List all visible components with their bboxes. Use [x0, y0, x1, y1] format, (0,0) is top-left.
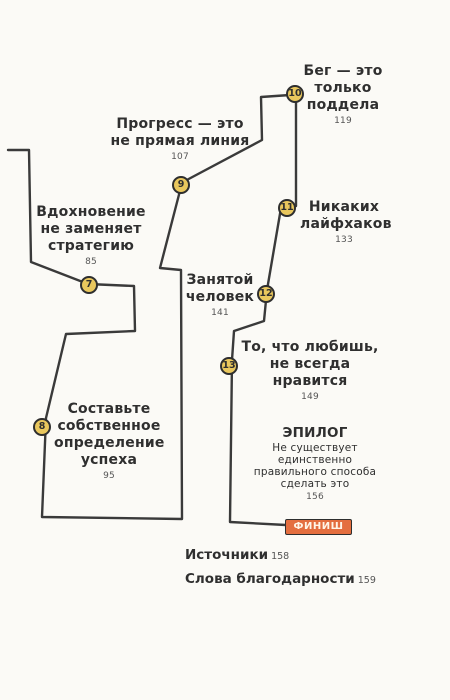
page-number: 107: [171, 152, 189, 162]
chapter-title: То, что любишь, не всегда нравится: [241, 339, 379, 389]
chapter-11-title[interactable]: Никаких лайфхаков 133: [300, 199, 392, 246]
page-number: 95: [103, 471, 115, 481]
page-number: 149: [301, 392, 319, 402]
chapter-13-marker[interactable]: 13: [220, 357, 238, 375]
page-number: 141: [211, 308, 229, 318]
page-number: 156: [306, 492, 324, 502]
chapter-title: Прогресс — это не прямая линия: [110, 116, 250, 149]
chapter-10-title[interactable]: Бег — это только поддела 119: [298, 63, 388, 127]
epilogue-title: ЭПИЛОГ: [282, 425, 348, 441]
chapter-title: Составьте собственное определение успеха: [54, 401, 165, 468]
page-number: 133: [335, 235, 353, 245]
chapter-title: Никаких лайфхаков: [300, 199, 392, 232]
page-number: 119: [334, 116, 352, 126]
chapter-9-title[interactable]: Прогресс — это не прямая линия 107: [110, 116, 250, 163]
page-number: 158: [271, 551, 290, 562]
chapter-7-title[interactable]: Вдохновение не заменяет стратегию 85: [30, 204, 152, 268]
chapter-9-marker[interactable]: 9: [172, 176, 190, 194]
chapter-10-marker[interactable]: 10: [286, 85, 304, 103]
page-number: 85: [85, 257, 97, 267]
chapter-11-marker[interactable]: 11: [278, 199, 296, 217]
chapter-7-marker[interactable]: 7: [80, 276, 98, 294]
page-number: 159: [357, 575, 376, 586]
epilogue-entry[interactable]: ЭПИЛОГ Не существует единственно правиль…: [250, 425, 380, 503]
chapter-12-title[interactable]: Занятой человек 141: [180, 272, 260, 319]
chapter-title: Вдохновение не заменяет стратегию: [36, 204, 146, 254]
chapter-title: Бег — это только поддела: [303, 63, 383, 113]
chapter-8-title[interactable]: Составьте собственное определение успеха…: [54, 401, 164, 482]
chapter-8-marker[interactable]: 8: [33, 418, 51, 436]
chapter-title: Занятой человек: [185, 272, 255, 305]
sources-title: Источники: [185, 547, 269, 563]
finish-sign: ФИНИШ: [285, 519, 352, 535]
chapter-12-marker[interactable]: 12: [257, 285, 275, 303]
epilogue-subtitle: Не существует единственно правильного сп…: [253, 442, 377, 490]
chapter-13-title[interactable]: То, что любишь, не всегда нравится 149: [240, 339, 380, 403]
acknowledgements-title: Слова благодарности: [185, 571, 355, 587]
